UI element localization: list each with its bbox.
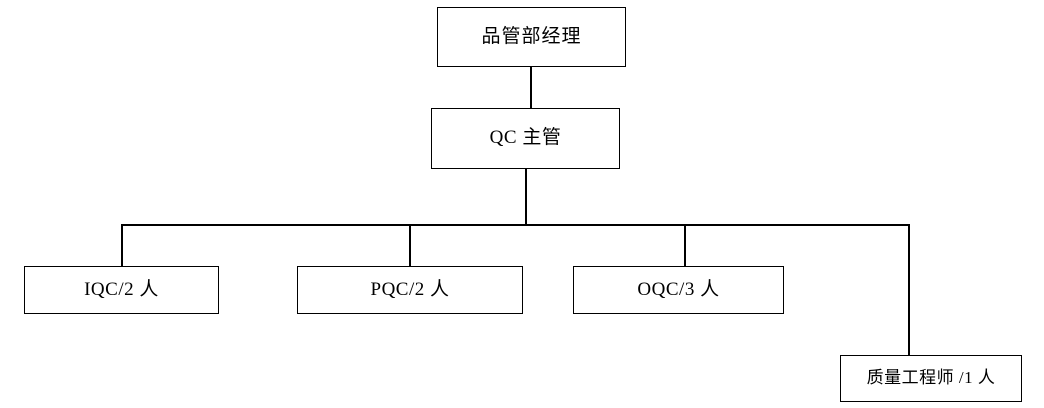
node-label: 质量工程师 /1 人: [866, 368, 996, 388]
node-quality-engineer: 质量工程师 /1 人: [840, 355, 1022, 402]
connector-qc-supervisor-to-bus: [525, 169, 527, 224]
node-label: OQC/3 人: [637, 278, 720, 300]
connector-horizontal-bus: [121, 224, 909, 226]
connector-bus-to-quality-engineer: [908, 224, 910, 355]
node-label: 品管部经理: [481, 25, 582, 47]
node-pqc: PQC/2 人: [297, 266, 523, 314]
connector-bus-to-iqc: [121, 224, 123, 266]
node-quality-department-manager: 品管部经理: [437, 7, 626, 67]
node-qc-supervisor: QC 主管: [431, 108, 620, 169]
node-iqc: IQC/2 人: [24, 266, 219, 314]
connector-bus-to-oqc: [684, 224, 686, 266]
node-label: QC 主管: [489, 127, 562, 149]
node-oqc: OQC/3 人: [573, 266, 784, 314]
connector-bus-to-pqc: [409, 224, 411, 266]
node-label: IQC/2 人: [84, 278, 159, 300]
node-label: PQC/2 人: [370, 278, 450, 300]
connector-manager-to-qc-supervisor: [530, 67, 532, 108]
